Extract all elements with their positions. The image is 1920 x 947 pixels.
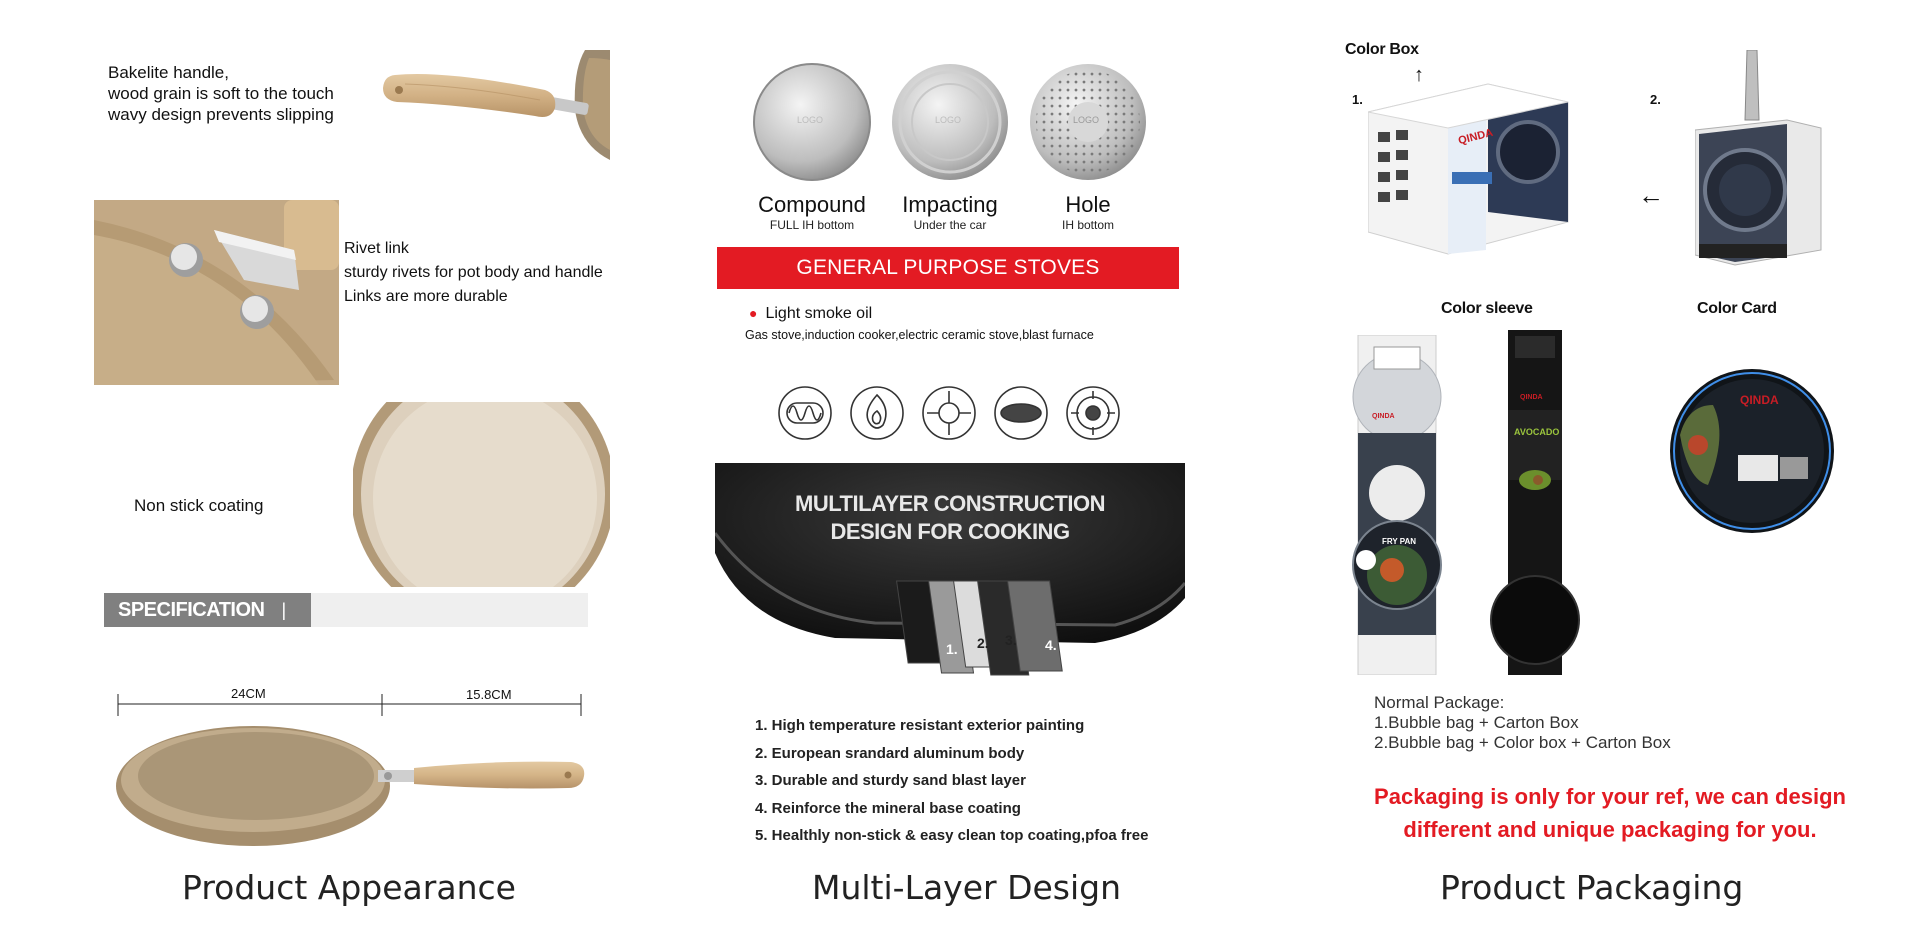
compound-disc [753, 63, 871, 181]
dimension-lines [117, 694, 582, 716]
pan-side-view [116, 726, 585, 846]
packaging-note: Packaging is only for your ref, we can d… [1374, 784, 1846, 842]
coating-photo [353, 402, 610, 587]
normal-package-1: 1.Bubble bag + Carton Box [1374, 713, 1579, 732]
diameter-dimension: 24CM [231, 686, 266, 701]
layer-number-4: 4. [1045, 637, 1057, 653]
layer-number-5: 5. [1085, 648, 1097, 664]
handle-dimension: 15.8CM [466, 687, 512, 702]
impacting-disc [892, 64, 1008, 180]
list-item: 1. High temperature resistant exterior p… [755, 717, 1085, 734]
color-sleeve-1 [1352, 335, 1442, 675]
ceramic-plate-icon [994, 386, 1048, 440]
induction-coil-icon [778, 386, 832, 440]
multi-layer-design-panel: LOGO LOGO LOGO Compound FULL IH bottom I… [715, 0, 1195, 947]
rivet-description: Rivet link sturdy rivets for pot body an… [344, 240, 603, 305]
compound-sub: FULL IH bottom [769, 218, 855, 232]
color-sleeve-label: Color sleeve [1441, 300, 1533, 317]
ih-hob-icon [1066, 386, 1120, 440]
layer-number-3: 3. [1005, 632, 1017, 648]
stove-types: Gas stove,induction cooker,electric cera… [745, 328, 1094, 342]
list-item: 4. Reinforce the mineral base coating [755, 799, 1021, 817]
hole-sub: IH bottom [1061, 218, 1115, 232]
bullet-icon: ● [749, 305, 758, 321]
pan-in-box-image [1695, 50, 1822, 266]
arrow-up-icon: ↑ [1414, 64, 1424, 86]
list-item: 3. Durable and sturdy sand blast layer [755, 772, 1026, 789]
arrow-left-icon: ← [1638, 180, 1664, 210]
product-packaging-panel: Color Box ↑ 1. 2. ← QINDA Color sleeve C… [1340, 0, 1880, 947]
specification-label: SPECIFICATION | [104, 593, 311, 627]
color-box-image [1368, 83, 1569, 255]
multilayer-headline: MULTILAYER CONSTRUCTION DESIGN FOR COOKI… [795, 491, 1105, 544]
layer-number-2: 2. [977, 635, 989, 651]
light-smoke-oil: ●Light smoke oil [749, 305, 873, 322]
list-item: 2. European srandard aluminum body [755, 744, 1025, 762]
stove-icons [778, 386, 1120, 440]
color-card-label: Color Card [1697, 300, 1777, 317]
bottom-discs [753, 63, 1146, 181]
layer-number-1: 1. [946, 641, 958, 657]
multilayer-construction-image [715, 463, 1185, 695]
compound-label: Compound [758, 192, 866, 217]
layer-list: 1. High temperature resistant exterior p… [755, 712, 1148, 850]
impacting-label: Impacting [902, 192, 998, 217]
normal-package-title: Normal Package: [1374, 693, 1505, 712]
gas-burner-icon [922, 386, 976, 440]
color-card-image [1670, 369, 1834, 533]
rivet-link-photo [94, 200, 339, 385]
product-appearance-panel: Bakelite handle, wood grain is soft to t… [90, 0, 610, 947]
impacting-sub: Under the car [913, 218, 987, 232]
flame-icon [850, 386, 904, 440]
normal-package-2: 2.Bubble bag + Color box + Carton Box [1374, 733, 1671, 752]
wood-handle-photo [383, 50, 610, 160]
list-item: 5. Healthly non-stick & easy clean top c… [755, 827, 1149, 844]
general-purpose-banner: GENERAL PURPOSE STOVES [717, 247, 1179, 289]
color-box-label: Color Box [1345, 41, 1419, 58]
product-appearance-caption: Product Appearance [182, 868, 516, 907]
handle-description: Bakelite handle, wood grain is soft to t… [108, 63, 334, 124]
hole-disc [1030, 64, 1146, 180]
color-sleeve-2 [1490, 330, 1580, 675]
specification-bar: SPECIFICATION | [104, 593, 588, 627]
hole-label: Hole [1065, 192, 1111, 217]
multi-layer-caption: Multi-Layer Design [812, 868, 1122, 907]
product-packaging-caption: Product Packaging [1440, 868, 1744, 907]
coating-label: Non stick coating [134, 496, 264, 515]
